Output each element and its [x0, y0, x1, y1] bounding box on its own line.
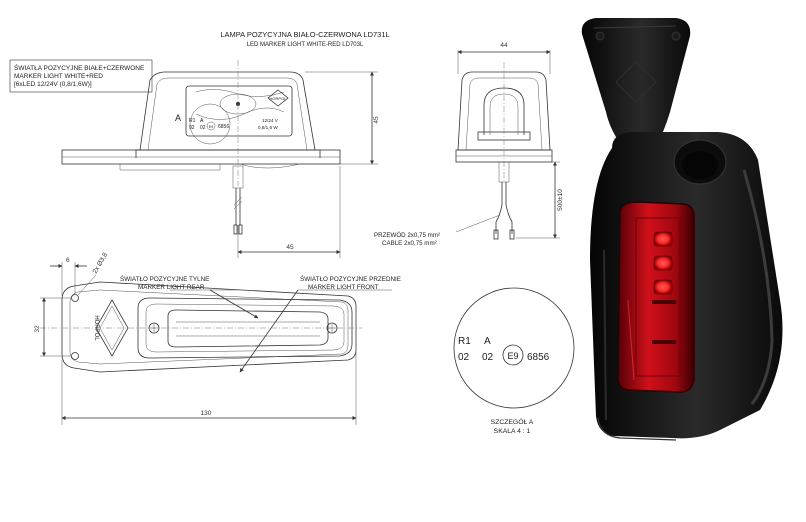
top-dim-130: 130 — [201, 410, 212, 417]
top-dim-hole: 2x Ø3,8 — [92, 251, 110, 275]
front-label-a: A — [175, 113, 181, 123]
title-en: LED MARKER LIGHT WHITE-RED LD703L — [247, 42, 364, 48]
horpol-logo-icon: HORPOL — [267, 89, 289, 107]
title-pl: LAMPA POZYCYJNA BIAŁO-CZERWONA LD731L — [220, 30, 389, 39]
front-brand: HORPOL — [270, 96, 288, 101]
top-dim-6: 6 — [66, 257, 70, 264]
detail-02b: 02 — [482, 352, 494, 363]
front-approval-e: E9 — [209, 125, 213, 129]
detail-e-mark: E9 — [507, 351, 518, 361]
front-approval-a: A — [200, 118, 204, 124]
led-array — [652, 231, 676, 344]
detail-a-mark: A — [484, 336, 491, 347]
horpol-top-logo-icon: HORPOL — [93, 299, 129, 357]
front-approval-r1: R1 — [189, 118, 196, 124]
detail-scale: SKALA 4 : 1 — [494, 428, 531, 435]
detail-r1: R1 — [458, 336, 471, 347]
top-brand: HORPOL — [93, 315, 99, 341]
detail-caption: SZCZEGÓŁ A — [491, 417, 534, 426]
front-approval-02b: 02 — [200, 125, 206, 131]
front-light-en: MARKER LIGHT FRONT — [308, 284, 379, 291]
top-dim-32: 32 — [34, 325, 41, 333]
detail-approval-num: 6856 — [527, 352, 550, 363]
side-view: 44 500±10 PRZEWÓD 2x0,75 mm² CABLE 2x0,7… — [374, 42, 564, 247]
rear-light-pl: ŚWIATŁO POZYCYJNE TYLNE — [120, 274, 209, 283]
side-dim-cable: 500±10 — [557, 189, 564, 211]
front-dim-offset: 45 — [286, 244, 294, 251]
red-lens — [617, 201, 695, 393]
rear-light-en: MARKER LIGHT REAR — [138, 284, 205, 291]
spec-line-1: ŚWIATŁA POZYCYJNE BIAŁE+CZERWONE — [14, 63, 145, 72]
spec-line-3: [6xLED 12/24V (0,8/1,6W)] — [14, 81, 92, 88]
cable-label-en: CABLE 2x0,75 mm² — [382, 240, 437, 247]
front-approval-02a: 02 — [189, 125, 195, 131]
detail-a: R1 A 02 02 E9 6856 SZCZEGÓŁ A SKALA 4 : … — [453, 287, 575, 435]
front-view: HORPOL A R1 A 02 02 E9 6856 12/24 V 0,8/… — [61, 60, 380, 258]
spec-line-2: MARKER LIGHT WHITE+RED — [14, 73, 103, 80]
drawing-title: LAMPA POZYCYJNA BIAŁO-CZERWONA LD731L LE… — [220, 30, 389, 48]
top-view: HORPOL 6 2x Ø3,8 32 130 ŚWIATŁO POZYCYJN… — [34, 251, 401, 425]
side-dim-width: 44 — [500, 42, 508, 49]
spec-box: ŚWIATŁA POZYCYJNE BIAŁE+CZERWONE MARKER … — [9, 59, 153, 93]
front-light-pl: ŚWIATŁO POZYCYJNE PRZEDNIE — [300, 274, 401, 283]
lamp-product-image — [581, 18, 783, 441]
front-dim-height: 45 — [373, 116, 380, 124]
front-power: 0,8/1,6 W — [258, 125, 278, 130]
front-voltage: 12/24 V — [262, 118, 279, 123]
detail-02a: 02 — [458, 352, 470, 363]
cable-label-pl: PRZEWÓD 2x0,75 mm² — [374, 232, 440, 239]
front-approval-num: 6856 — [218, 124, 229, 130]
